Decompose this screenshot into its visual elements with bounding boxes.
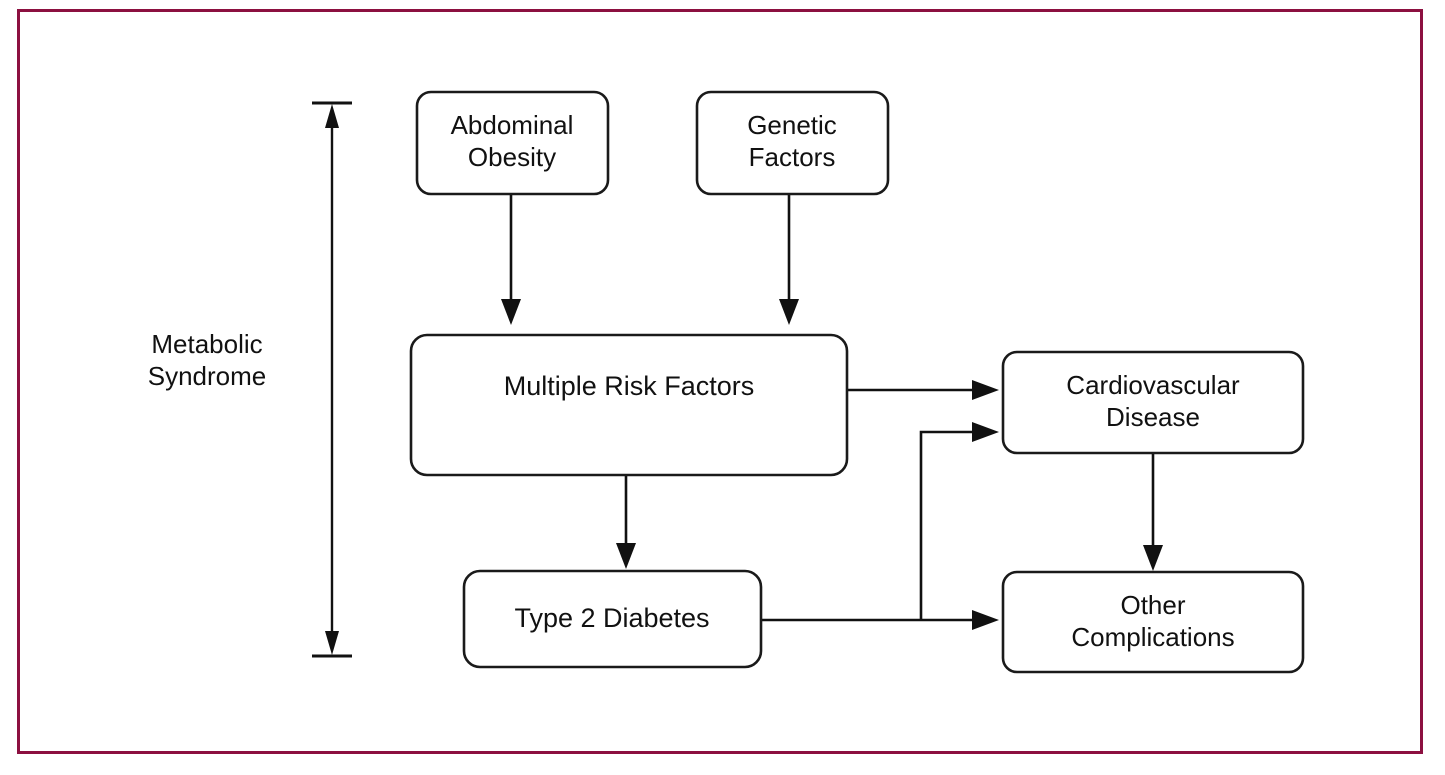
node-genetic-factors-label-line2: Factors [749,142,836,172]
edge-cvd-to-complications-arrow-icon [1143,545,1163,571]
edge-diabetes-to-cvd-arrow-icon [972,422,999,442]
edge-cvd-to-complications [1143,453,1163,571]
node-other-complications-box[interactable] [1001,570,1305,674]
bracket-up-arrow-icon [325,104,339,128]
node-genetic-factors[interactable]: Genetic Factors [695,90,890,196]
node-cardiovascular-disease-box[interactable] [1001,350,1305,455]
node-abdominal-obesity-box[interactable] [415,90,610,196]
node-abdominal-obesity-label-line2: Obesity [468,142,556,172]
edge-diabetes-to-cvd [919,422,999,620]
edge-risk-to-diabetes [616,475,636,569]
metabolic-syndrome-bracket [312,101,352,658]
edge-obesity-to-risk-arrow-icon [501,299,521,325]
node-multiple-risk-factors-box[interactable] [409,333,849,477]
node-cardiovascular-disease-label-line1: Cardiovascular [1066,370,1240,400]
metabolic-syndrome-label-line2: Syndrome [148,361,267,391]
edge-genetics-to-risk-arrow-icon [779,299,799,325]
edge-risk-to-cvd [847,380,999,400]
node-type2-diabetes-label: Type 2 Diabetes [514,603,709,633]
node-other-complications[interactable]: Other Complications [1001,570,1305,674]
node-other-complications-label-line1: Other [1120,590,1185,620]
edge-risk-to-diabetes-arrow-icon [616,543,636,569]
edge-diabetes-to-complications [761,610,999,630]
bracket-down-arrow-icon [325,631,339,655]
node-type2-diabetes-box[interactable] [462,569,763,669]
node-genetic-factors-label-line1: Genetic [747,110,837,140]
node-abdominal-obesity[interactable]: Abdominal Obesity [415,90,610,196]
node-cardiovascular-disease[interactable]: Cardiovascular Disease [1001,350,1305,455]
node-type2-diabetes[interactable]: Type 2 Diabetes [462,569,763,669]
metabolic-syndrome-label-line1: Metabolic [151,329,262,359]
node-other-complications-label-line2: Complications [1071,622,1234,652]
metabolic-syndrome-label: Metabolic Syndrome [148,329,267,391]
node-abdominal-obesity-label-line1: Abdominal [451,110,574,140]
node-multiple-risk-factors-label: Multiple Risk Factors [504,371,755,401]
node-multiple-risk-factors[interactable]: Multiple Risk Factors [409,333,849,477]
edge-diabetes-to-cvd-shaft [919,430,975,620]
edge-genetics-to-risk [779,194,799,325]
node-cardiovascular-disease-label-line2: Disease [1106,402,1200,432]
edge-obesity-to-risk [501,194,521,325]
edge-risk-to-cvd-arrow-icon [972,380,999,400]
edge-diabetes-to-complications-arrow-icon [972,610,999,630]
node-genetic-factors-box[interactable] [695,90,890,196]
